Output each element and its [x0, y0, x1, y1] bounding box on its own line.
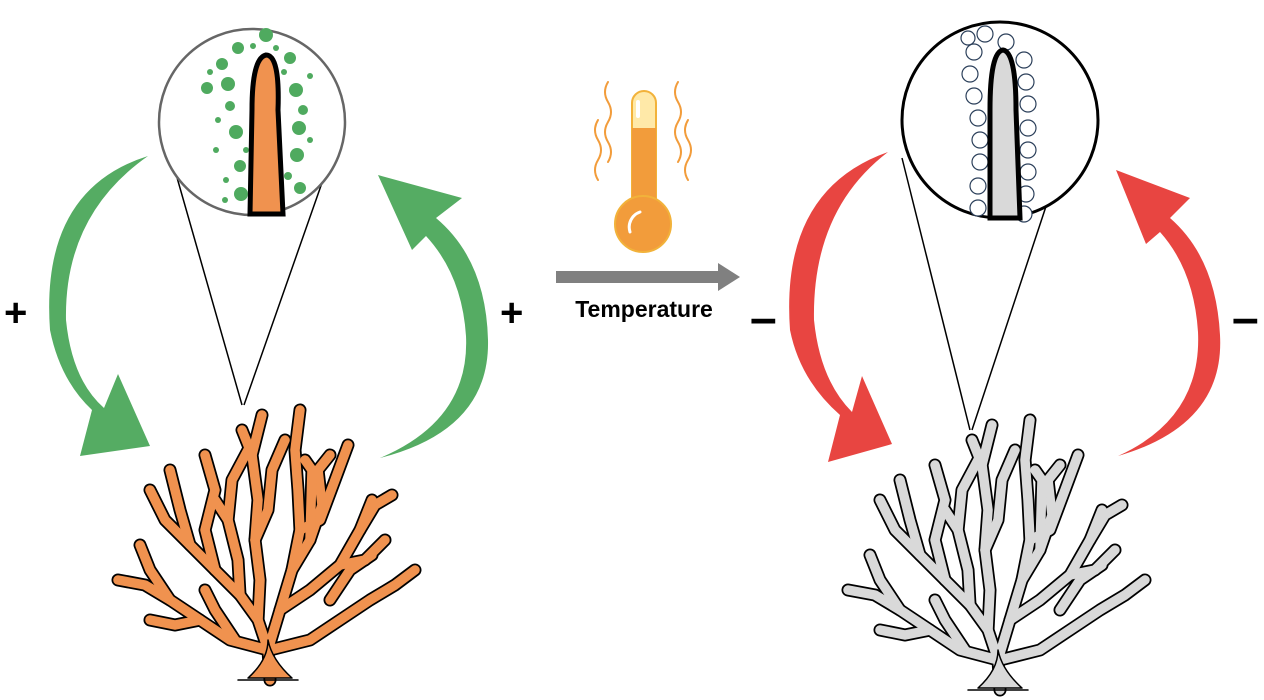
positive-sign-inner: +: [500, 291, 523, 335]
magnifier-circle-icon: [900, 20, 1100, 223]
healthy-panel: + +: [4, 27, 523, 687]
positive-sign-outer: +: [4, 291, 27, 335]
thermometer-icon: [614, 90, 672, 253]
temperature-arrow: [556, 263, 740, 291]
heat-wave-icon: [594, 81, 692, 181]
bleached-polyp: [987, 47, 1023, 221]
healthy-coral-colony: [111, 403, 422, 687]
zoom-line-left: [901, 157, 971, 431]
empty-symbiont-sites: [960, 25, 1037, 223]
temperature-indicator: [556, 81, 740, 291]
symbiont-algae: [201, 28, 313, 203]
healthy-polyp: [247, 52, 286, 217]
magnifier-circle-icon: [157, 27, 347, 217]
zoom-line-left: [171, 159, 243, 406]
bleached-coral-colony: [841, 413, 1152, 697]
temperature-label: Temperature: [575, 296, 713, 322]
positive-feedback-arrows: [49, 156, 489, 458]
bleached-panel: – –: [750, 20, 1259, 697]
zoom-line-right: [243, 159, 331, 406]
negative-sign-inner: –: [750, 292, 777, 345]
negative-feedback-arrows: [789, 152, 1221, 462]
negative-sign-outer: –: [1232, 292, 1259, 345]
